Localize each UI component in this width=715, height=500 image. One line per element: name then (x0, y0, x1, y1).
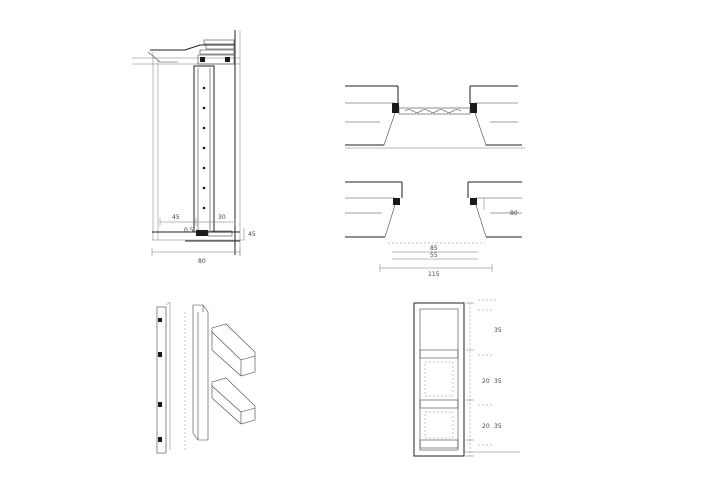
dim-low: 35 (494, 423, 502, 430)
dim-left: 45 (172, 214, 180, 221)
panel-hardware-dots (202, 86, 206, 210)
dim-side: 45 (248, 231, 256, 238)
dim-small: 0.5 (184, 227, 194, 234)
plan-view: 80 85 55 115 (345, 85, 525, 278)
dim-height: 80 (510, 210, 518, 217)
dim-right: 30 (218, 214, 226, 221)
elevation-view: 35 20 35 20 35 (413, 299, 520, 457)
section-view: 45 30 45 0.5 80 (132, 30, 256, 265)
dim-inner: 85 (430, 245, 438, 252)
dim-overall: 115 (428, 271, 440, 278)
dim-mid: 55 (430, 252, 438, 259)
dim-low-b: 20 (482, 423, 490, 430)
dim-mid: 35 (494, 378, 502, 385)
dim-top: 35 (494, 327, 502, 334)
dim-total: 80 (198, 258, 206, 265)
dim-mid-b: 20 (482, 378, 490, 385)
isometric-detail (156, 301, 256, 454)
